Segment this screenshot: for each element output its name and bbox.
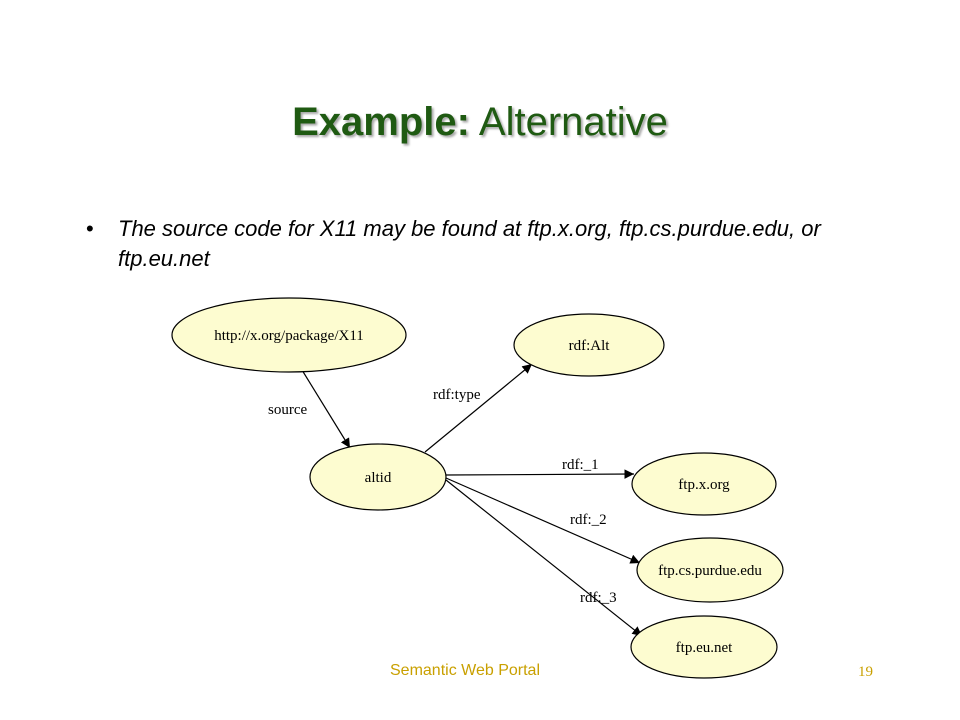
slide-footer: Semantic Web Portal	[390, 662, 540, 679]
bullet-text: The source code for X11 may be found at …	[118, 216, 821, 271]
slide-title-bold: Example:	[292, 100, 470, 144]
page-number: 19	[858, 664, 873, 680]
edge-label-rdf-type: rdf:type	[433, 387, 481, 403]
edge-source	[301, 369, 351, 449]
node-label-package-x11: http://x.org/package/X11	[214, 328, 364, 344]
node-label-ftp-x-org: ftp.x.org	[678, 477, 730, 493]
node-package-x11: http://x.org/package/X11	[171, 297, 407, 373]
slide-title: Example: Alternative	[0, 100, 960, 145]
node-label-altid: altid	[365, 470, 392, 486]
node-altid: altid	[309, 443, 447, 511]
bullet-dot-icon: •	[86, 216, 94, 241]
node-rdf-alt: rdf:Alt	[513, 313, 665, 377]
edge-label-rdf-3: rdf:_3	[580, 590, 617, 606]
node-label-ftp-eu-net: ftp.eu.net	[676, 640, 733, 656]
slide-title-rest: Alternative	[478, 100, 668, 144]
edge-label-source: source	[268, 402, 307, 418]
node-label-ftp-cs-purdue: ftp.cs.purdue.edu	[658, 563, 762, 579]
edge-label-rdf-1: rdf:_1	[562, 457, 599, 473]
edge-rdf-3	[445, 479, 643, 637]
node-ftp-eu-net: ftp.eu.net	[630, 615, 778, 679]
edge-rdf-type	[424, 363, 533, 453]
node-label-rdf-alt: rdf:Alt	[569, 338, 611, 354]
bullet-item: • The source code for X11 may be found a…	[86, 214, 826, 274]
edge-rdf-2	[445, 477, 641, 564]
edge-rdf-1	[445, 469, 635, 479]
node-ftp-cs-purdue: ftp.cs.purdue.edu	[636, 537, 784, 603]
edge-label-rdf-2: rdf:_2	[570, 512, 607, 528]
node-ftp-x-org: ftp.x.org	[631, 452, 777, 516]
